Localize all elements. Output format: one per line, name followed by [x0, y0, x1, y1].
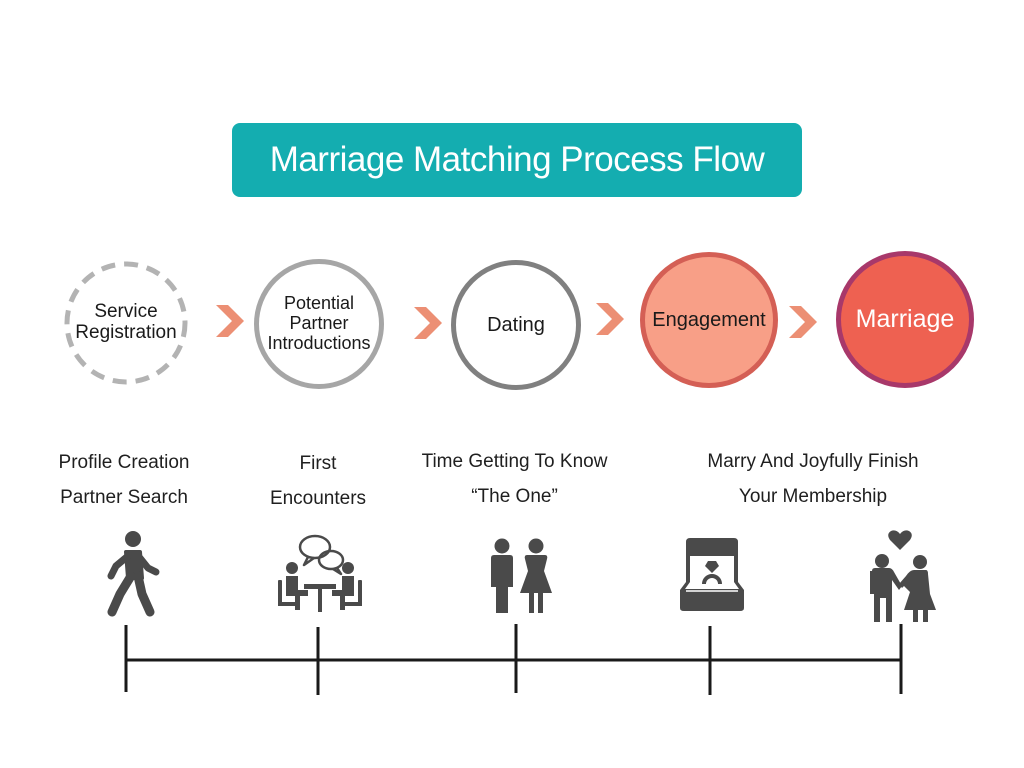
- stage-label: Engagement: [652, 309, 766, 331]
- stage-label-line: Introductions: [267, 332, 371, 353]
- description-line: “The One”: [471, 486, 558, 507]
- couple-icon: [491, 538, 552, 613]
- chevron-right-icon: [414, 307, 442, 339]
- description-line: Time Getting To Know: [421, 451, 608, 472]
- diagram-title: Marriage Matching Process Flow: [269, 140, 765, 179]
- chevron-right-icon: [789, 306, 817, 338]
- stage-marriage: Marriage: [836, 251, 974, 388]
- stage-label: Potential Partner Introductions: [267, 293, 371, 353]
- stage-engagement: Engagement: [640, 252, 778, 388]
- couple-heart-icon: [870, 530, 936, 622]
- title-banner: Marriage Matching Process Flow: [232, 123, 802, 197]
- description-first-encounters: First Encounters: [218, 446, 418, 516]
- chevron-right-icon: [596, 303, 624, 335]
- stage-label-line: Partner: [289, 313, 349, 334]
- stage-service-registration: Service Registration: [63, 260, 189, 386]
- ring-box-icon: [680, 538, 744, 611]
- meeting-conversation-icon: [278, 534, 362, 612]
- chevron-right-icon: [216, 305, 244, 337]
- stage-label-line: Potential: [283, 293, 355, 314]
- description-line: First: [299, 453, 337, 474]
- description-line: Marry And Joyfully Finish: [707, 451, 919, 472]
- description-line: Your Membership: [738, 486, 888, 507]
- walking-person-icon: [107, 531, 160, 617]
- description-marry: Marry And Joyfully Finish Your Membershi…: [682, 444, 944, 514]
- stage-dating: Dating: [451, 260, 581, 390]
- description-line: Partner Search: [60, 487, 188, 508]
- description-line: Encounters: [269, 488, 367, 509]
- description-getting-to-know: Time Getting To Know “The One”: [392, 444, 637, 514]
- dashed-circle-outline: [64, 261, 188, 385]
- stage-label-line: Service: [94, 301, 158, 323]
- stage-label-line: Registration: [75, 322, 177, 343]
- stage-potential-partner-introductions: Potential Partner Introductions: [254, 259, 384, 389]
- description-profile-creation: Profile Creation Partner Search: [24, 445, 224, 515]
- stage-label: Service Registration: [75, 301, 177, 344]
- description-line: Profile Creation: [58, 452, 190, 473]
- stage-label: Dating: [487, 314, 545, 336]
- stage-label: Marriage: [855, 304, 955, 333]
